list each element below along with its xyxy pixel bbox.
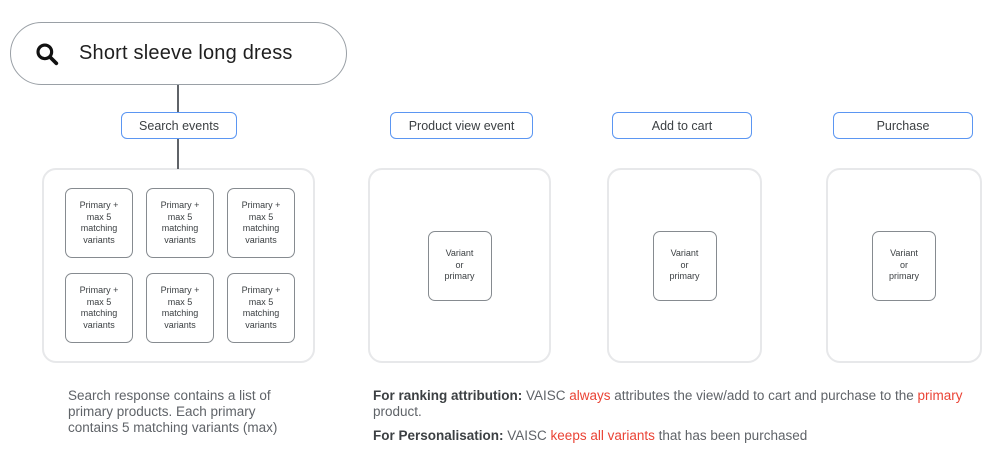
highlight-always: always — [569, 388, 611, 403]
ranking-attribution-label: For ranking attribution: — [373, 388, 523, 403]
attribution-notes: For ranking attribution: VAISC always at… — [373, 388, 993, 444]
personalisation-note: For Personalisation: VAISC keeps all var… — [373, 428, 808, 443]
search-input[interactable]: Short sleeve long dress — [10, 22, 347, 85]
variant-or-primary-box: Variant or primary — [872, 230, 936, 301]
panel-purchase: Variant or primary — [826, 168, 982, 363]
variant-or-primary-box: Variant or primary — [427, 230, 492, 301]
variant-or-primary-box: Variant or primary — [652, 230, 717, 301]
primary-variants-box: Primary + max 5 matching variants — [146, 188, 214, 258]
event-label-search-events[interactable]: Search events — [121, 112, 237, 139]
event-label-purchase[interactable]: Purchase — [833, 112, 973, 139]
highlight-keeps-all-variants: keeps all variants — [550, 428, 655, 443]
panel-product-view: Variant or primary — [368, 168, 551, 363]
panel-add-to-cart: Variant or primary — [607, 168, 762, 363]
primary-variants-box: Primary + max 5 matching variants — [146, 273, 214, 343]
primary-variants-box: Primary + max 5 matching variants — [227, 273, 295, 343]
search-icon — [36, 42, 59, 65]
primary-variants-box: Primary + max 5 matching variants — [65, 273, 133, 343]
primary-variants-box: Primary + max 5 matching variants — [227, 188, 295, 258]
search-response-note: Search response contains a list of prima… — [68, 388, 278, 435]
panel-search-events: Primary + max 5 matching variants Primar… — [42, 168, 315, 363]
primary-variants-box: Primary + max 5 matching variants — [65, 188, 133, 258]
highlight-primary: primary — [917, 388, 963, 403]
event-label-product-view[interactable]: Product view event — [390, 112, 533, 139]
search-query: Short sleeve long dress — [79, 42, 293, 64]
personalisation-label: For Personalisation: — [373, 428, 504, 443]
event-label-add-to-cart[interactable]: Add to cart — [612, 112, 752, 139]
ranking-attribution-note: For ranking attribution: VAISC always at… — [373, 388, 963, 419]
